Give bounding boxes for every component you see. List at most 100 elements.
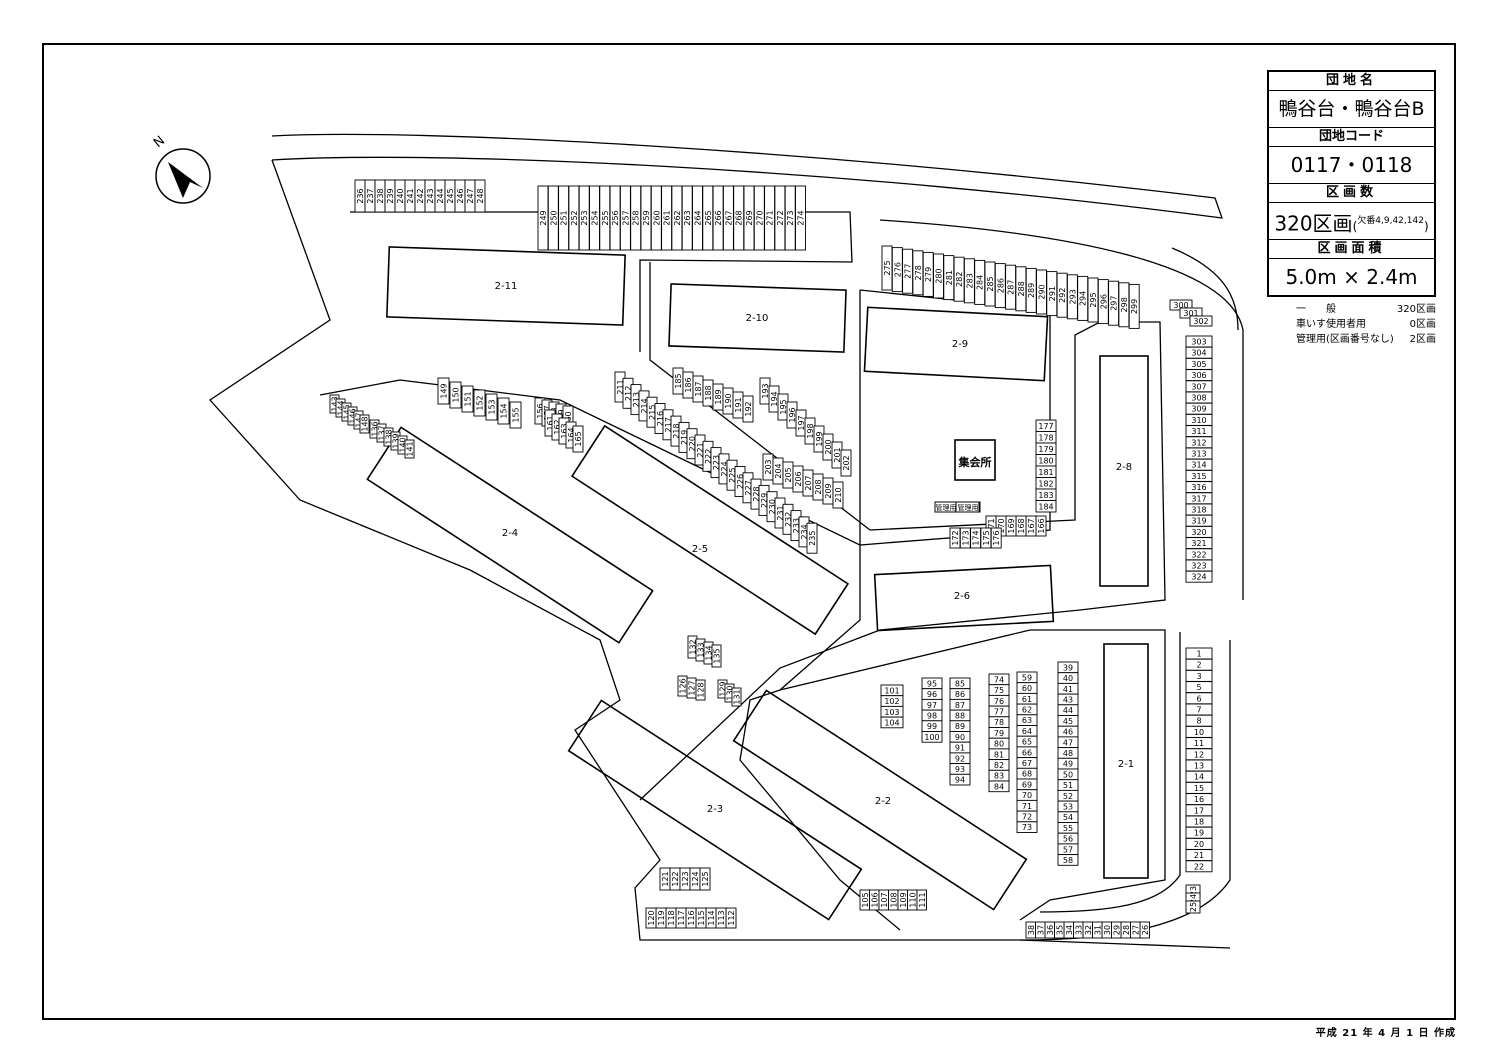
parking-space (359, 414, 370, 434)
parking-space-number: 241 (406, 188, 415, 203)
parking-space-number: 271 (766, 210, 775, 225)
parking-space-number: 117 (677, 910, 686, 925)
info-table: 団地名 鴨谷台・鴨谷台B 団地コード 0117・0118 区画数 320区画(欠… (1267, 70, 1436, 297)
parking-space-number: 63 (1022, 716, 1032, 725)
parking-space-number: 187 (694, 381, 703, 396)
parking-space-number: 207 (804, 475, 813, 490)
parking-space-number: 180 (1038, 456, 1053, 465)
parking-space-number: 125 (701, 871, 710, 886)
parking-space-number: 279 (924, 267, 933, 282)
breakdown-value: 2区画 (1409, 334, 1436, 345)
parking-space-number: 150 (452, 387, 461, 402)
parking-space (473, 389, 486, 417)
parking-space-number: 290 (1038, 284, 1047, 299)
parking-space-number: 302 (1193, 317, 1208, 326)
parking-space-number: 155 (512, 407, 521, 422)
east-road (879, 219, 1244, 600)
parking-space (840, 449, 852, 477)
parking-space-number: 60 (1022, 684, 1032, 693)
building-label: 2-11 (495, 281, 518, 292)
parking-space-number: 248 (476, 188, 485, 203)
parking-space-number: 64 (1022, 727, 1032, 736)
parking-space-number: 244 (436, 188, 445, 203)
parking-space-number: 224 (720, 461, 729, 476)
parking-space-number: 181 (1038, 468, 1053, 477)
compass-label: N (151, 133, 168, 151)
parking-space-number: 197 (797, 415, 806, 430)
building-2-8 (1099, 355, 1149, 587)
parking-space-number: 215 (648, 405, 657, 420)
parking-space-number: 213 (632, 392, 641, 407)
parking-space-number: 268 (735, 210, 744, 225)
parking-space-number: 232 (784, 512, 793, 527)
parking-space-number: 242 (416, 188, 425, 203)
parking-space-number: 231 (776, 505, 785, 520)
parking-space-number: 161 (546, 415, 555, 430)
parking-space-number: 210 (834, 487, 843, 502)
parking-space-number: 280 (935, 268, 944, 283)
parking-space-number: 293 (1068, 289, 1077, 304)
parking-space-number: 191 (734, 397, 743, 412)
parking-space-number: 177 (1038, 422, 1053, 431)
parking-space-number: 95 (927, 679, 937, 688)
parking-space-number: 147 (355, 412, 364, 427)
parking-space-number: 39 (1063, 663, 1073, 672)
parking-space-number: 318 (1191, 506, 1206, 515)
parking-space-number: 24 (1189, 894, 1198, 904)
name-value: 鴨谷台・鴨谷台B (1269, 91, 1434, 128)
parking-space-number: 294 (1079, 291, 1088, 306)
parking-space-number: 163 (560, 423, 569, 438)
parking-space-number: 134 (705, 645, 714, 660)
building-label: 2-6 (954, 591, 970, 602)
parking-space-number: 91 (955, 744, 965, 753)
parking-space-number: 316 (1191, 483, 1206, 492)
parking-space-number: 250 (549, 210, 558, 225)
parking-space-number: 296 (1099, 294, 1108, 309)
parking-space-number: 149 (440, 383, 449, 398)
parking-space-number: 23 (1189, 886, 1198, 896)
parking-space-number: 45 (1063, 717, 1073, 726)
parking-space-number: 253 (580, 210, 589, 225)
parking-space-number: 22 (1194, 862, 1204, 871)
parking-space (806, 522, 818, 554)
west-boundary (209, 159, 1231, 949)
parking-space-number: 124 (691, 871, 700, 886)
parking-space-number: 235 (808, 531, 817, 546)
buildings-layer (366, 246, 1149, 921)
parking-space-number: 309 (1191, 405, 1206, 414)
parking-space-number: 285 (986, 276, 995, 291)
parking-space-number: 89 (955, 722, 965, 731)
parking-space-number: 135 (713, 648, 722, 663)
parking-space-number: 321 (1191, 539, 1206, 548)
parking-space-number: 225 (728, 468, 737, 483)
parking-space-number: 259 (642, 210, 651, 225)
parking-space-number: 287 (1007, 280, 1016, 295)
parking-space-number: 75 (994, 686, 1004, 695)
parking-space-number: 283 (965, 273, 974, 288)
parking-space-number: 208 (814, 479, 823, 494)
code-label: 団地コード (1269, 128, 1434, 147)
parking-space-number: 26 (1141, 925, 1150, 935)
parking-space-number: 92 (955, 754, 965, 763)
building-labels: 2-11 2-10 2-9 2-8 2-6 2-5 2-4 2-3 2-2 2-… (495, 281, 1135, 815)
breakdown-value: 0区画 (1409, 319, 1436, 330)
parking-space-number: 304 (1191, 349, 1206, 358)
parking-space-number: 132 (689, 639, 698, 654)
parking-space-number: 292 (1058, 288, 1067, 303)
hall-label: 集会所 (958, 455, 992, 469)
admin-label: 管理用 (958, 503, 979, 512)
parking-space-number: 223 (712, 455, 721, 470)
parking-space-number: 240 (396, 188, 405, 203)
parking-space-number: 83 (994, 772, 1004, 781)
parking-space-number: 178 (1038, 433, 1053, 442)
parking-space-number: 281 (945, 270, 954, 285)
